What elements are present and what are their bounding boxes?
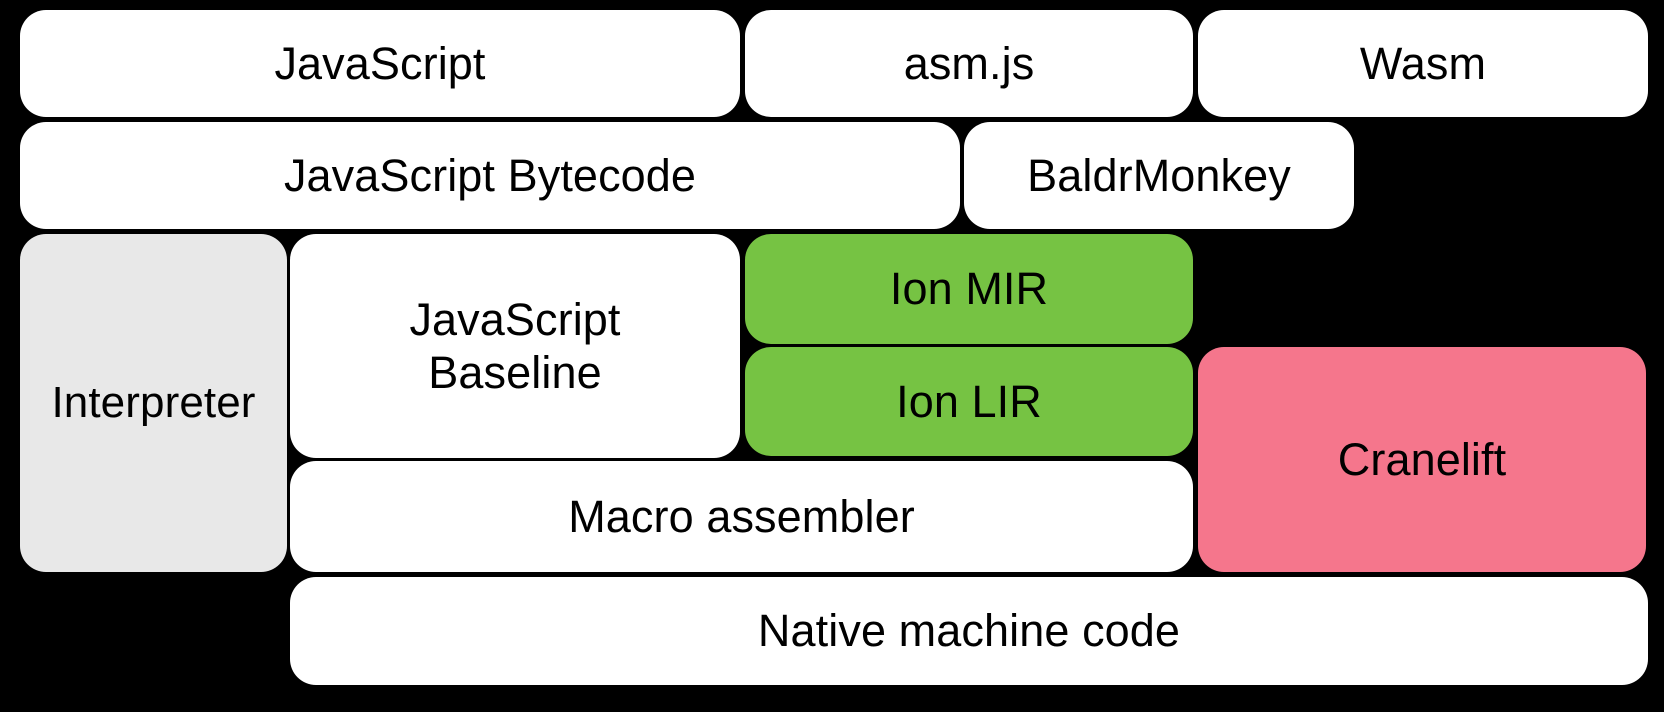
- node-ion-mir[interactable]: Ion MIR: [745, 234, 1193, 344]
- node-interpreter[interactable]: Interpreter: [20, 234, 287, 572]
- node-cranelift[interactable]: Cranelift: [1198, 347, 1646, 572]
- node-javascript[interactable]: JavaScript: [20, 10, 740, 117]
- node-ion-lir[interactable]: Ion LIR: [745, 347, 1193, 456]
- node-javascript-baseline[interactable]: JavaScript Baseline: [290, 234, 740, 458]
- node-macro-assembler[interactable]: Macro assembler: [290, 461, 1193, 572]
- node-wasm[interactable]: Wasm: [1198, 10, 1648, 117]
- node-native-machine-code[interactable]: Native machine code: [290, 577, 1648, 685]
- node-baldrmonkey[interactable]: BaldrMonkey: [964, 122, 1354, 229]
- node-asm-js[interactable]: asm.js: [745, 10, 1193, 117]
- node-javascript-bytecode[interactable]: JavaScript Bytecode: [20, 122, 960, 229]
